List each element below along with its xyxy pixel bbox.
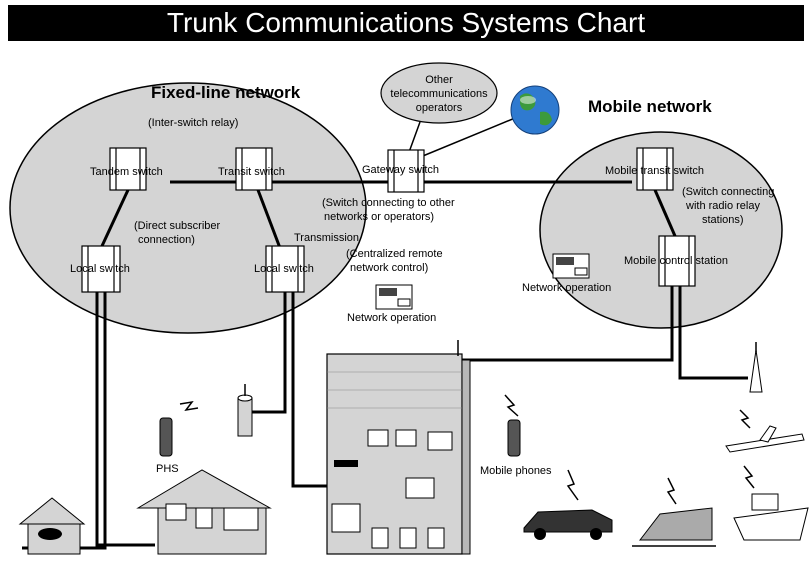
radio-tower-icon: [749, 342, 763, 393]
house-pc-icon: [165, 503, 187, 521]
chart-title: Trunk Communications Systems Chart: [8, 5, 804, 41]
mobile-phone-icon: [504, 394, 521, 457]
building-fax-icon: [405, 477, 435, 499]
signal-bolt-icon: [504, 394, 519, 417]
direct-subscriber-line2: connection): [138, 234, 195, 246]
transit-local-link: [256, 189, 282, 249]
other-operators-line1: Other: [425, 74, 453, 86]
building-phone-icon: [427, 527, 445, 549]
remote-control-line1: (Centralized remote: [346, 248, 443, 260]
control-to-tower-line: [678, 285, 748, 380]
mobile-transit-switch-cabinet: [636, 147, 674, 191]
signal-bolt-icon: [179, 400, 199, 412]
remote-control-line2: network control): [350, 262, 428, 274]
building-pbx-icon: [331, 503, 361, 533]
gateway-switch-label: Gateway switch: [362, 164, 439, 176]
mobile-control-station-cabinet: [658, 235, 696, 287]
building-pc-icon: [367, 429, 389, 447]
local-to-pole-line: [252, 292, 287, 414]
train-icon: [632, 477, 716, 547]
gateway-note-line1: (Switch connecting to other: [322, 197, 455, 209]
house-fax-icon: [223, 507, 259, 531]
airplane-icon: [725, 409, 805, 453]
mobile-network-operation-label: Network operation: [522, 282, 611, 294]
utility-pole: [237, 384, 253, 437]
house-small: [18, 497, 86, 555]
building-printer-icon: [427, 431, 453, 451]
mobile-control-station-label: Mobile control station: [624, 255, 728, 267]
local-switch-left-label: Local switch: [70, 263, 130, 275]
gateway-switch-cabinet: [387, 149, 425, 193]
other-operators-line2: telecommunications: [390, 88, 488, 100]
signal-bolt-icon: [743, 465, 755, 489]
mobile-network-heading: Mobile network: [588, 97, 712, 116]
other-operators-bubble: [380, 62, 498, 124]
building-router-icon: [334, 460, 358, 467]
car-icon: [523, 469, 613, 540]
building-phone-icon: [399, 527, 417, 549]
transmission-label: Transmission: [294, 232, 359, 244]
control-to-building-line: [462, 285, 674, 362]
house-telephone-icon: [38, 528, 62, 540]
mobile-transit-control-link: [653, 189, 677, 237]
network-operation-console-mobile: [552, 253, 590, 279]
network-operation-console-fixed: [375, 284, 413, 310]
other-operators-line3: operators: [416, 102, 463, 114]
signal-bolt-icon: [666, 477, 677, 505]
house-large: [136, 469, 272, 555]
direct-subscriber-line1: (Direct subscriber: [134, 220, 221, 232]
building-pc-icon: [395, 429, 417, 447]
fixed-network-operation-label: Network operation: [347, 312, 436, 324]
tandem-switch-cabinet: [109, 147, 147, 191]
phs-label: PHS: [156, 463, 179, 475]
local-to-house-line: [95, 290, 155, 547]
office-building: [326, 340, 471, 555]
radio-note-line1: (Switch connecting: [682, 186, 774, 198]
fixed-network-heading: Fixed-line network: [151, 83, 301, 102]
house-phone-icon: [195, 507, 213, 529]
signal-bolt-icon: [739, 409, 751, 429]
phs-handset-icon: [159, 400, 199, 457]
inter-switch-relay-label: (Inter-switch relay): [148, 117, 238, 129]
radio-note-line3: stations): [702, 214, 744, 226]
signal-bolt-icon: [566, 469, 579, 501]
radio-note-line2: with radio relay: [685, 200, 760, 212]
tandem-local-link: [100, 189, 130, 247]
tandem-switch-label: Tandem switch: [90, 166, 163, 178]
local-switch-right-cabinet: [265, 245, 305, 293]
mobile-phones-label: Mobile phones: [480, 465, 552, 477]
transit-switch-cabinet: [235, 147, 273, 191]
local-switch-left-cabinet: [81, 245, 121, 293]
transit-switch-label: Transit switch: [218, 166, 285, 178]
local-switch-right-label: Local switch: [254, 263, 314, 275]
ship-icon: [733, 465, 809, 541]
gateway-note-line2: networks or operators): [324, 211, 434, 223]
mobile-transit-switch-label: Mobile transit switch: [605, 165, 704, 177]
globe-icon: [510, 85, 560, 135]
building-phone-icon: [371, 527, 389, 549]
gateway-globe-link: [417, 117, 516, 159]
